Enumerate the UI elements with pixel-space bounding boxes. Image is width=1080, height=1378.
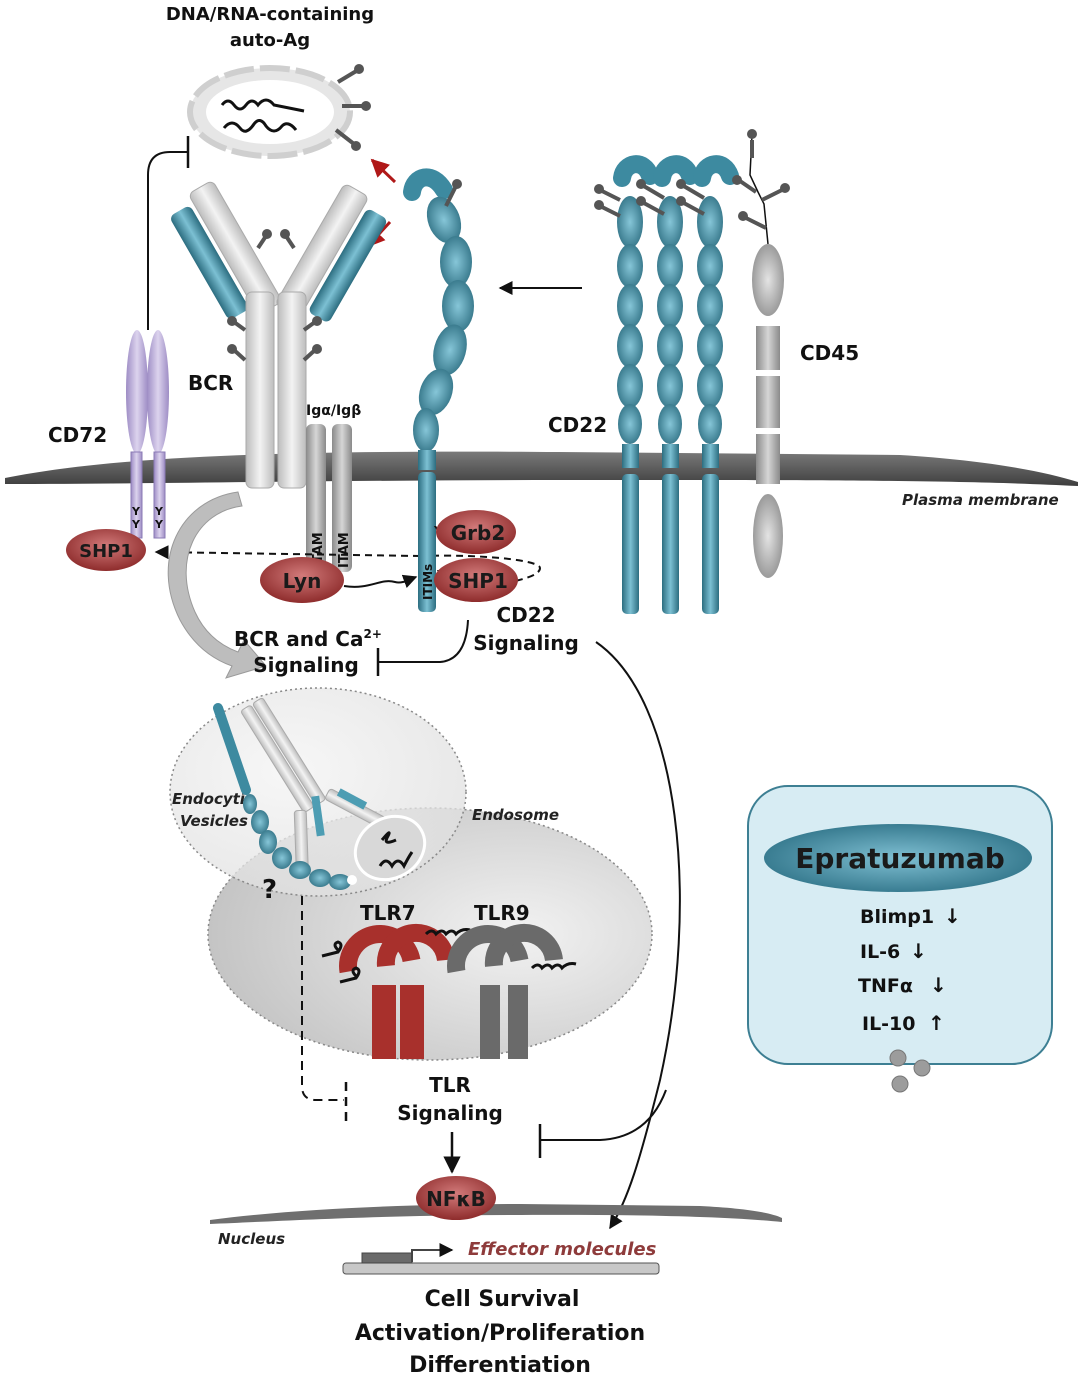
autoantigen-particle xyxy=(187,64,371,159)
tlr-signaling-line1: TLR xyxy=(429,1073,471,1097)
down-arrow-icon: ↓ xyxy=(930,973,947,997)
effect-tnfa-name: TNFα xyxy=(858,975,913,997)
epratuzumab-oval xyxy=(764,824,1032,892)
promoter-block xyxy=(361,1252,413,1264)
cd45-label: CD45 xyxy=(800,341,859,365)
effect-blimp1-name: Blimp1 xyxy=(860,906,934,928)
ig-alpha xyxy=(306,424,326,572)
outcome-cell-survival: Cell Survival xyxy=(425,1287,580,1312)
unknown-mechanism-mark: ? xyxy=(262,875,277,905)
secreted-cytokine-dots xyxy=(889,1049,931,1093)
shp1-cd72-label: SHP1 xyxy=(79,541,133,562)
endocytic-vesicles-label-line2: Vesicles xyxy=(180,812,248,830)
cd72-label: CD72 xyxy=(48,423,107,447)
transcription-start-arrow xyxy=(411,1243,454,1262)
effector-molecules-label: Effector molecules xyxy=(468,1239,657,1260)
cd72-tyrosine-2b: Y xyxy=(154,518,164,531)
internalized-antigen xyxy=(353,814,427,882)
cd72-tyrosine-1b: Y xyxy=(131,518,141,531)
internalized-bcr xyxy=(241,697,388,878)
effect-tnfa: TNFα ↓ xyxy=(858,973,947,997)
up-arrow-icon: ↑ xyxy=(928,1011,945,1035)
bcr-receptor xyxy=(171,181,387,489)
shp1-cd22-label: SHP1 xyxy=(448,569,508,593)
bcr-ca-signaling-line2: Signaling xyxy=(253,653,359,677)
tlr9-ligand xyxy=(530,962,577,971)
bcr-ca-text: BCR and Ca xyxy=(234,627,363,651)
effect-blimp1: Blimp1 ↓ xyxy=(860,904,961,928)
cd72-receptor xyxy=(126,330,169,539)
tlr9-label: TLR9 xyxy=(474,901,530,925)
cd22-inhibits-bcr-line xyxy=(378,619,469,663)
effect-il6-name: IL-6 xyxy=(860,941,900,963)
unknown-inhibits-tlr-dashed xyxy=(301,896,344,1101)
tlr7-ligand-2 xyxy=(339,966,361,984)
cd22-to-effector-arrow xyxy=(595,641,681,1230)
tlr7-receptor xyxy=(339,923,455,1059)
nuclear-membrane xyxy=(210,1204,782,1224)
tlr9-receptor xyxy=(447,923,563,1059)
outcome-differentiation: Differentiation xyxy=(409,1353,591,1378)
shp1-dashed-loop xyxy=(419,554,542,585)
ig-alpha-beta-label: Igα/Igβ xyxy=(306,403,361,419)
epratuzumab-panel: Epratuzumab Blimp1 ↓ IL-6 ↓ TNFα ↓ IL-10… xyxy=(747,785,1053,1093)
autoantigen-label-line2: auto-Ag xyxy=(230,30,310,51)
cd22-signaling-line2: Signaling xyxy=(473,631,579,655)
tlr7-label: TLR7 xyxy=(360,901,416,925)
plasma-membrane-label: Plasma membrane xyxy=(902,491,1059,509)
cd72-tyrosine-2a: Y xyxy=(154,505,164,518)
effect-il10: IL-10 ↑ xyxy=(862,1011,945,1035)
lyn-label: Lyn xyxy=(283,569,322,593)
autoantigen-label-line1: DNA/RNA-containing xyxy=(166,4,374,25)
down-arrow-icon: ↓ xyxy=(910,939,927,963)
dna-strand xyxy=(342,1262,660,1275)
tlr-shared-ligand xyxy=(424,928,471,937)
itam-label-2: ITAM xyxy=(337,532,352,568)
lyn-pill xyxy=(260,557,344,603)
internalized-rna xyxy=(380,831,397,844)
plasma-membrane xyxy=(5,451,1078,486)
effect-il10-name: IL-10 xyxy=(862,1013,916,1035)
endosome-label: Endosome xyxy=(472,806,559,824)
lyn-to-itim-arrow xyxy=(343,574,418,588)
ca-superscript: 2+ xyxy=(363,627,381,641)
outcome-activation-proliferation: Activation/Proliferation xyxy=(355,1321,645,1346)
nucleus-label: Nucleus xyxy=(218,1230,285,1248)
cd22-cis-cluster xyxy=(594,164,730,614)
internalized-bcr-light-chain-2 xyxy=(336,788,368,810)
cd22-signaling-line1: CD22 xyxy=(496,603,555,627)
down-arrow-icon: ↓ xyxy=(944,904,961,928)
internalized-dna xyxy=(378,851,414,870)
cd22-inhibits-tlr-line xyxy=(540,1089,667,1141)
tlr-signaling-line2: Signaling xyxy=(397,1101,503,1125)
cd22-bound-receptor xyxy=(403,168,474,612)
endocytic-vesicles-label-line1: Endocytic xyxy=(172,790,254,808)
internalized-cd22 xyxy=(213,703,357,890)
shp1-cd22-pill xyxy=(434,558,518,602)
cd72-tyrosine-1a: Y xyxy=(131,505,141,518)
internalized-bcr-light-chain-1 xyxy=(311,795,325,837)
grb2-label: Grb2 xyxy=(451,521,506,545)
cd45-receptor xyxy=(732,129,790,578)
shp1-recruitment-dashed-arrow xyxy=(154,545,421,560)
bcr-ca-signaling-line1: BCR and Ca2+ xyxy=(234,627,382,651)
red-arrow-to-antigen xyxy=(370,158,397,184)
bcr-internalization-arrow xyxy=(167,491,267,679)
ig-beta xyxy=(332,424,352,572)
cd72-inhibition-line xyxy=(147,151,188,330)
nfkb-label: NFκB xyxy=(426,1187,486,1211)
effect-il6: IL-6 ↓ xyxy=(860,939,927,963)
bcr-label: BCR xyxy=(188,371,233,395)
nfkb-pill xyxy=(416,1176,496,1220)
epratuzumab-title: Epratuzumab xyxy=(795,842,1005,875)
grb2-pill xyxy=(436,510,516,554)
itims-label: ITIMs xyxy=(421,564,435,600)
tlr7-ligand-1 xyxy=(321,940,343,958)
shp1-cd72-pill xyxy=(66,529,146,571)
cd22-label: CD22 xyxy=(548,413,607,437)
